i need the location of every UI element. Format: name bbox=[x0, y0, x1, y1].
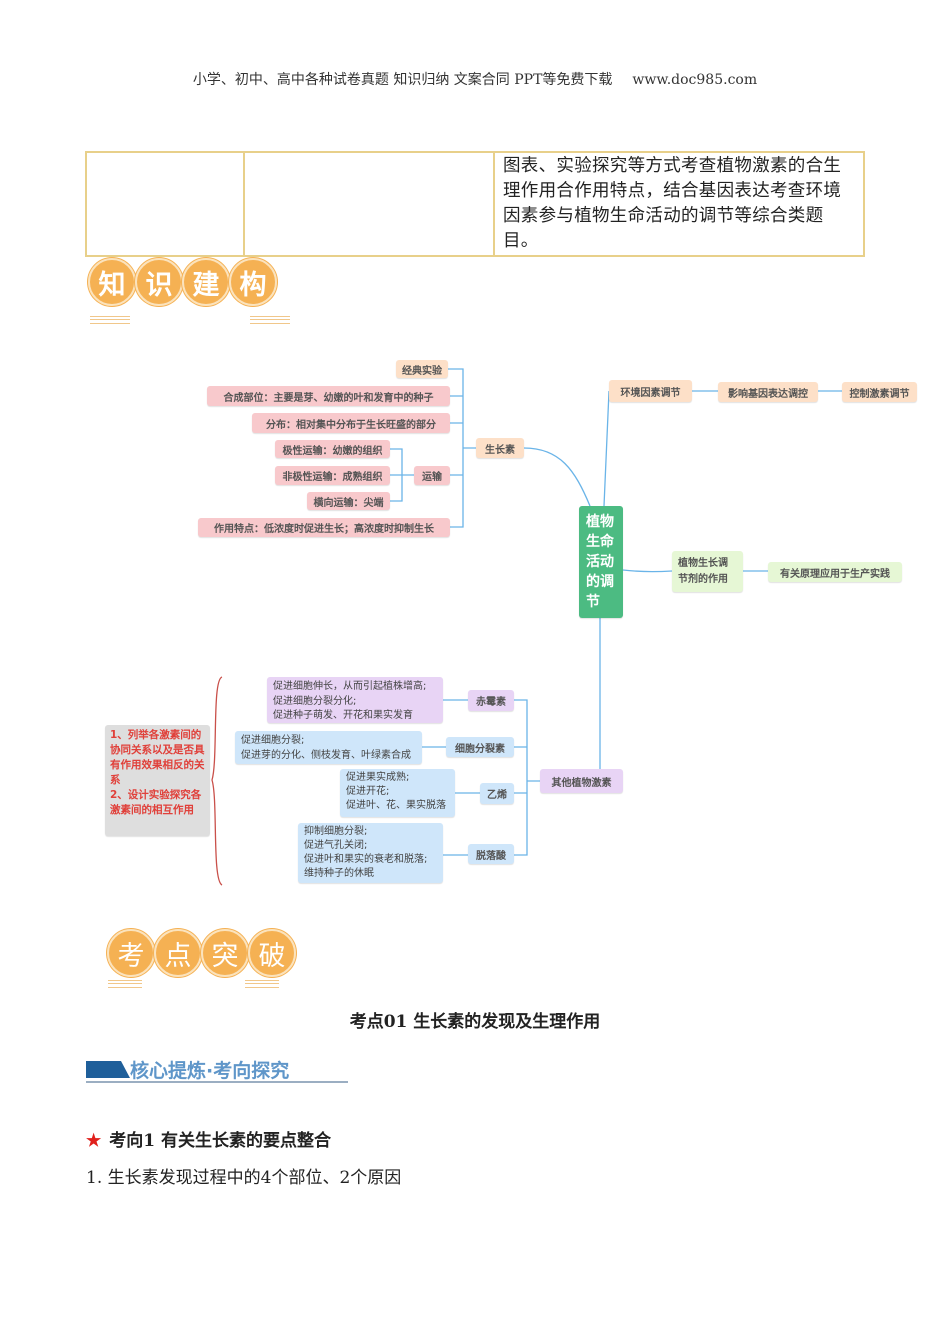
note-item: 1、列举各激素间的协同关系以及是否具有作用效果相反的关系 bbox=[110, 729, 205, 786]
cytokinin-effects: 促进细胞分裂; 促进芽的分化、侧枝发育、叶绿素合成 bbox=[235, 731, 422, 764]
node-polar-transport: 极性运输：幼嫩的组织 bbox=[275, 440, 390, 458]
badge-char: 知 bbox=[88, 258, 136, 306]
node-center: 植物生命活动的调节 bbox=[579, 506, 623, 618]
effect: 抑制细胞分裂; bbox=[304, 826, 368, 837]
divider bbox=[108, 980, 142, 988]
node-nonpolar-transport: 非极性运输：成熟组织 bbox=[275, 466, 390, 485]
effect: 促进芽的分化、侧枝发育、叶绿素合成 bbox=[241, 749, 411, 761]
page-header: 小学、初中、高中各种试卷真题 知识归纳 文案合同 PPT等免费下载 www.doc… bbox=[0, 69, 950, 89]
mindmap-connectors bbox=[211, 368, 842, 886]
node-lateral-transport: 横向运输：尖端 bbox=[307, 492, 390, 510]
knowledge-structure-badge: 知识建构 bbox=[88, 258, 277, 306]
divider bbox=[250, 316, 290, 324]
node-auxin: 生长素 bbox=[476, 438, 524, 458]
node-distribution: 分布：相对集中分布于生长旺盛的部分 bbox=[252, 413, 450, 433]
badge-char: 突 bbox=[201, 929, 249, 977]
section-title: 考点01 生长素的发现及生理作用 bbox=[349, 1012, 601, 1032]
effect: 促进叶和果实的衰老和脱落; bbox=[304, 854, 428, 865]
header-url[interactable]: www.doc985.com bbox=[632, 72, 758, 88]
node-growth-regulator: 植物生长调节剂的作用 bbox=[672, 551, 743, 592]
note-item: 2、设计实验探究各激素间的相互作用 bbox=[110, 789, 202, 816]
table-cell bbox=[85, 151, 245, 257]
effect: 维持种子的休眠 bbox=[304, 868, 374, 879]
effect: 促进果实成熟; bbox=[346, 772, 410, 783]
node-gene-expression: 影响基因表达调控 bbox=[718, 382, 818, 402]
effect: 促进叶、花、果实脱落 bbox=[346, 800, 446, 811]
divider bbox=[245, 980, 279, 988]
node-action-feature: 作用特点：低浓度时促进生长；高浓度时抑制生长 bbox=[198, 518, 450, 537]
effect: 促进细胞分裂; bbox=[241, 735, 305, 746]
badge-char: 破 bbox=[248, 929, 296, 977]
effect: 促进种子萌发、开花和果实发育 bbox=[273, 710, 413, 721]
badge-char: 考 bbox=[107, 929, 155, 977]
note-box: 1、列举各激素间的协同关系以及是否具有作用效果相反的关系 2、设计实验探究各激素间… bbox=[105, 725, 210, 836]
effect: 促进气孔关闭; bbox=[304, 840, 368, 851]
node-env-regulation: 环境因素调节 bbox=[609, 380, 692, 402]
effect: 促进开花; bbox=[346, 786, 390, 797]
header-text: 小学、初中、高中各种试卷真题 知识归纳 文案合同 PPT等免费下载 bbox=[192, 72, 613, 88]
paragraph: 1. 生长素发现过程中的4个部位、2个原因 bbox=[86, 1168, 402, 1188]
badge-char: 构 bbox=[229, 258, 277, 306]
ethylene-effects: 促进果实成熟; 促进开花; 促进叶、花、果实脱落 bbox=[340, 769, 455, 817]
badge-char: 点 bbox=[154, 929, 202, 977]
gibberellin-effects: 促进细胞伸长，从而引起植株增高; 促进细胞分裂分化; 促进种子萌发、开花和果实发育 bbox=[267, 677, 443, 723]
star-icon: ★ bbox=[86, 1131, 102, 1151]
effect: 促进细胞分裂分化; bbox=[273, 695, 357, 707]
node-synthesis-site: 合成部位：主要是芽、幼嫩的叶和发育中的种子 bbox=[207, 386, 450, 406]
table-cell bbox=[243, 151, 495, 257]
node-classic-experiment: 经典实验 bbox=[396, 360, 448, 378]
subsection-text: 考向1 有关生长素的要点整合 bbox=[109, 1131, 331, 1151]
info-table: 图表、实验探究等方式考查植物激素的合生理作用合作用特点，结合基因表达考查环境因素… bbox=[85, 151, 865, 257]
node-other-hormones: 其他植物激素 bbox=[540, 769, 623, 793]
banner-text: 核心提炼·考向探究 bbox=[130, 1060, 290, 1082]
exam-point-badge: 考点突破 bbox=[107, 929, 296, 977]
badge-char: 识 bbox=[135, 258, 183, 306]
node-hormone-control: 控制激素调节 bbox=[842, 382, 917, 402]
node-transport: 运输 bbox=[414, 466, 450, 485]
banner-graphic bbox=[86, 1061, 348, 1083]
effect: 促进细胞伸长，从而引起植株增高; bbox=[273, 681, 427, 692]
aba-effects: 抑制细胞分裂; 促进气孔关闭; 促进叶和果实的衰老和脱落; 维持种子的休眠 bbox=[298, 823, 443, 883]
node-ethylene: 乙烯 bbox=[480, 783, 514, 804]
node-gibberellin: 赤霉素 bbox=[468, 690, 514, 711]
table-cell: 图表、实验探究等方式考查植物激素的合生理作用合作用特点，结合基因表达考查环境因素… bbox=[493, 151, 865, 257]
subsection-heading: ★ 考向1 有关生长素的要点整合 bbox=[86, 1126, 331, 1151]
node-application: 有关原理应用于生产实践 bbox=[768, 562, 902, 582]
node-aba: 脱落酸 bbox=[468, 844, 514, 864]
divider bbox=[90, 316, 130, 324]
node-cytokinin: 细胞分裂素 bbox=[446, 737, 514, 757]
